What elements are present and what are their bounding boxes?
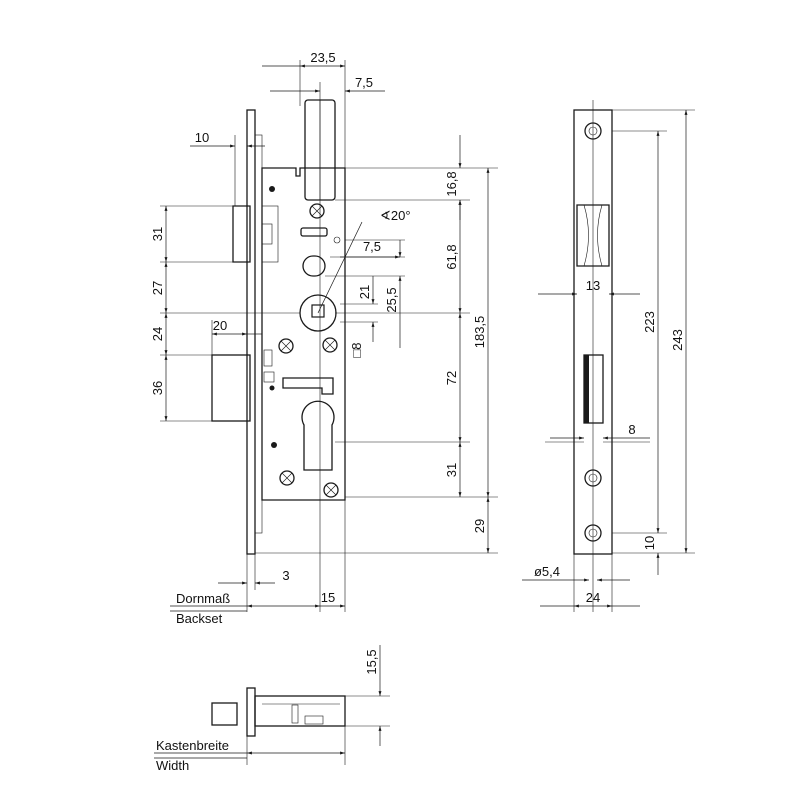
dim-square-8: □8 [349, 342, 364, 357]
bottom-dimension-labels: 15,5 Kastenbreite Width [156, 649, 379, 773]
side-view [573, 100, 613, 612]
screw-top [309, 203, 325, 219]
dim-21: 21 [357, 285, 372, 299]
bottom-case-detail-2 [291, 704, 299, 724]
lower-lever [282, 377, 334, 395]
dim-31-left: 31 [150, 227, 165, 241]
front-faceplate [246, 109, 256, 555]
oval-slot [302, 255, 326, 277]
screw-mid-left [278, 338, 294, 354]
dim-243: 243 [670, 329, 685, 351]
bottom-case [254, 695, 346, 727]
dim-24-side: 24 [586, 590, 600, 605]
dim-23-5: 23,5 [310, 50, 335, 65]
side-screw-bottom [584, 524, 602, 542]
dead-bolt [211, 354, 251, 422]
bolt-shade [584, 355, 589, 423]
dim-3: 3 [282, 568, 289, 583]
dim-72: 72 [444, 371, 459, 385]
dim-183-5: 183,5 [472, 316, 487, 349]
front-dimension-lines [164, 64, 490, 612]
bottom-case-detail-3 [304, 715, 324, 725]
label-width-en: Width [156, 758, 189, 773]
follower-square-8 [311, 304, 325, 318]
dim-7-5-mid: 7,5 [363, 239, 381, 254]
dim-10-side: 10 [642, 536, 657, 550]
dim-16-8: 16,8 [444, 171, 459, 196]
dim-61-8: 61,8 [444, 244, 459, 269]
lock-case [261, 167, 346, 501]
dim-13: 13 [586, 278, 600, 293]
dim-dia-5-4: ø5,4 [534, 564, 560, 579]
side-dimension-labels: 13 8 ø5,4 24 223 243 10 [534, 278, 685, 605]
bottom-view [154, 645, 390, 765]
bolt-guide [263, 349, 273, 367]
front-dimension-labels: 23,5 7,5 10 ∢20° 7,5 20 3 15 16,8 61,8 7… [150, 50, 487, 626]
dim-29: 29 [472, 519, 487, 533]
latch-bevel [583, 204, 603, 267]
bolt-guide-2 [263, 371, 275, 383]
rivet-2 [271, 442, 277, 448]
bottom-faceplate [246, 687, 256, 737]
screw-low-right [323, 482, 339, 498]
dim-27: 27 [150, 281, 165, 295]
latch-housing [261, 205, 279, 263]
bottom-latch [211, 702, 238, 726]
dim-15-5: 15,5 [364, 649, 379, 674]
side-dimension-lines [522, 109, 695, 612]
dim-223: 223 [642, 311, 657, 333]
label-width-de: Kastenbreite [156, 738, 229, 753]
dim-25-5: 25,5 [384, 287, 399, 312]
dim-8: 8 [628, 422, 635, 437]
dim-24-left: 24 [150, 327, 165, 341]
label-backset-en: Backset [176, 611, 223, 626]
label-backset-de: Dornmaß [176, 591, 230, 606]
dim-7-5-top: 7,5 [355, 75, 373, 90]
dim-20: 20 [213, 318, 227, 333]
latch-spring [261, 223, 273, 245]
screw-mid-right [322, 337, 338, 353]
dim-angle-20: ∢20° [380, 208, 411, 223]
upper-lever [300, 227, 328, 237]
dim-31-right: 31 [444, 463, 459, 477]
pin-hole [333, 236, 341, 244]
latch-bolt [232, 205, 251, 263]
front-extension-lines [160, 60, 498, 612]
euro-cylinder-cutout [301, 400, 335, 471]
screw-low-left [279, 470, 295, 486]
dim-15: 15 [321, 590, 335, 605]
front-view [211, 99, 346, 555]
dim-36: 36 [150, 381, 165, 395]
rivet-3 [269, 385, 275, 391]
side-screw-mid [584, 469, 602, 487]
rivet-1 [269, 186, 275, 192]
latch-opening [576, 204, 610, 267]
side-screw-top [584, 122, 602, 140]
dim-10: 10 [195, 130, 209, 145]
